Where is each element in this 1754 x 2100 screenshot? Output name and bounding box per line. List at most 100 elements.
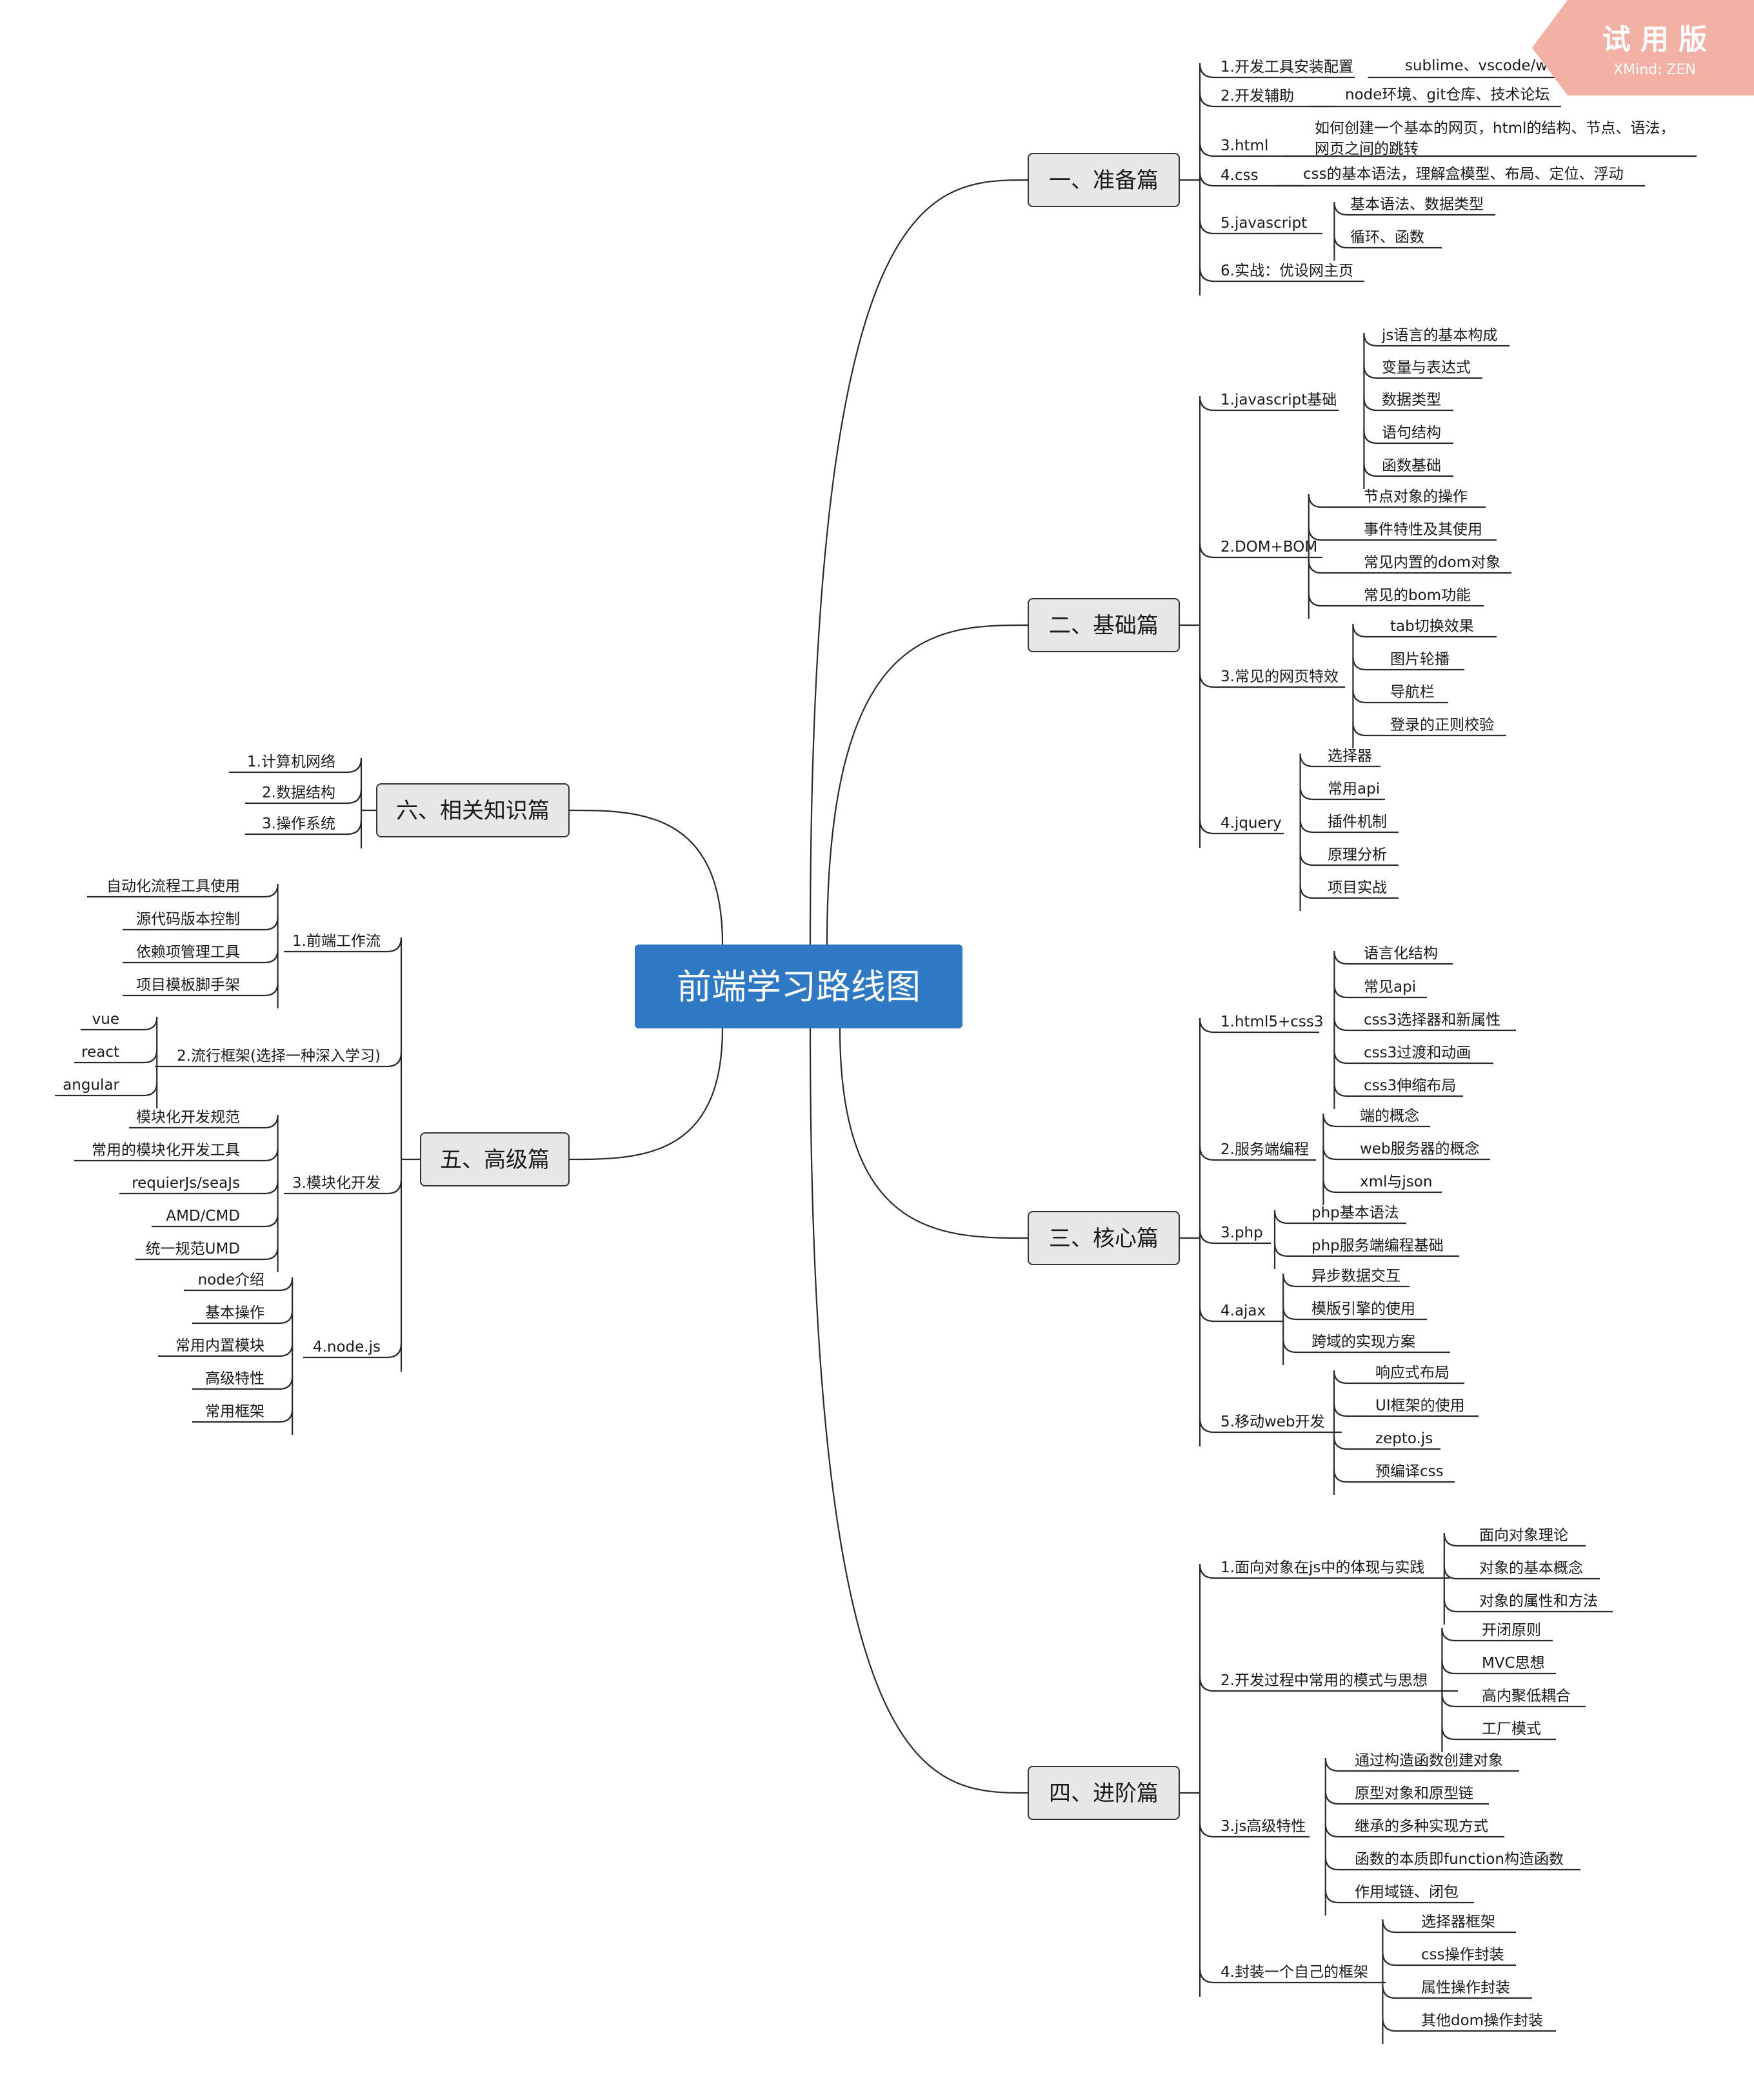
subtopic-label: 4.ajax	[1221, 1303, 1266, 1319]
subtopic-label: 4.jquery	[1221, 815, 1282, 832]
leaf-topic-label: 统一规范UMD	[146, 1241, 240, 1257]
leaf-topic-label: 选择器	[1328, 748, 1372, 765]
leaf-topic-label: 常用内置模块	[175, 1337, 264, 1354]
leaf-topic-label: 作用域链、闭包	[1355, 1884, 1459, 1901]
subtopic-label: 1.开发工具安装配置	[1221, 59, 1353, 75]
subtopic-label: 2.流行框架(选择一种深入学习)	[177, 1048, 381, 1065]
leaf-topic-label: 选择器框架	[1421, 1914, 1495, 1930]
leaf-topic-label: 高级特性	[205, 1370, 264, 1387]
subtopic-label: 1.计算机网络	[247, 754, 335, 770]
main-topic-label: 五、高级篇	[440, 1147, 550, 1173]
subtopic-label: 2.服务端编程	[1221, 1141, 1309, 1158]
subtopic-label: 1.面向对象在js中的体现与实践	[1221, 1559, 1424, 1576]
leaf-topic-label: 对象的基本概念	[1479, 1560, 1583, 1577]
main-topic-2[interactable]	[1028, 598, 1180, 652]
leaf-topic-label: zepto.js	[1375, 1430, 1433, 1447]
watermark-brand: XMind: ZEN	[1613, 62, 1696, 78]
subtopic-label: 3.模块化开发	[292, 1175, 381, 1192]
subtopic-label: 3.常见的网页特效	[1221, 668, 1339, 685]
leaf-topic-label: angular	[63, 1077, 119, 1094]
root-topic-box[interactable]	[635, 945, 962, 1028]
subtopic-label: 3.操作系统	[262, 815, 335, 832]
leaf-topic-label: 数据类型	[1382, 392, 1441, 408]
connector-lines	[55, 63, 1697, 2044]
leaf-topic-label: 事件特性及其使用	[1364, 521, 1482, 538]
subtopic-label: 3.html	[1221, 137, 1268, 154]
main-topic-1[interactable]	[1028, 153, 1180, 207]
leaf-topic-label: 响应式布局	[1375, 1365, 1450, 1381]
subtopic-label: 6.实战：优设网主页	[1221, 263, 1353, 279]
main-topic-6[interactable]	[376, 783, 570, 837]
subtopic-label: 3.php	[1221, 1225, 1263, 1241]
leaf-topic-label: 基本操作	[205, 1305, 264, 1321]
leaf-topic-label: 登录的正则校验	[1390, 717, 1494, 734]
leaf-topic-label: 项目模板脚手架	[136, 977, 240, 994]
subtopic-label: 1.前端工作流	[292, 933, 381, 950]
leaf-topic-label: 面向对象理论	[1479, 1527, 1568, 1544]
subtopic-label: 5.移动web开发	[1221, 1414, 1325, 1430]
leaf-topic-label: 常用api	[1328, 781, 1380, 797]
leaf-topic-label: 原型对象和原型链	[1355, 1785, 1473, 1802]
leaf-topic-label: react	[81, 1044, 119, 1061]
leaf-topic-label: 函数的本质即function构造函数	[1355, 1851, 1564, 1868]
main-topic-label: 二、基础篇	[1049, 613, 1159, 639]
leaf-topic-label: 图片轮播	[1390, 651, 1450, 668]
main-topic-label: 三、核心篇	[1049, 1226, 1159, 1252]
leaf-topic-label: requierJs/seaJs	[132, 1175, 240, 1192]
main-topic-3[interactable]	[1028, 1211, 1180, 1265]
leaf-topic-label: AMD/CMD	[166, 1208, 240, 1225]
leaf-topic-label: 原理分析	[1328, 846, 1387, 863]
subtopic-label: 2.开发过程中常用的模式与思想	[1221, 1672, 1428, 1689]
leaf-topic-label: php基本语法	[1311, 1205, 1399, 1221]
leaf-topic-label: 项目实战	[1328, 879, 1387, 896]
leaf-topic-label: web服务器的概念	[1360, 1141, 1480, 1157]
leaf-topic-label: 预编译css	[1375, 1463, 1444, 1480]
leaf-topic-label: MVC思想	[1482, 1655, 1545, 1672]
leaf-topic-label: css3伸缩布局	[1364, 1077, 1456, 1094]
leaf-topic-label: xml与json	[1360, 1174, 1432, 1190]
main-topic-4[interactable]	[1028, 1766, 1180, 1820]
leaf-topic-label: 常用的模块化开发工具	[92, 1142, 240, 1159]
subtopic-label: 5.javascript	[1221, 215, 1307, 232]
leaf-topic-label: 工厂模式	[1482, 1721, 1541, 1737]
leaf-topic-label: 异步数据交互	[1311, 1268, 1400, 1285]
main-topic-label: 一、准备篇	[1049, 168, 1159, 194]
leaf-topic-label: 其他dom操作封装	[1421, 2012, 1543, 2029]
subtopic-label: 1.html5+css3	[1221, 1014, 1323, 1030]
main-topic-5[interactable]	[420, 1132, 570, 1186]
leaf-topic-label: css3选择器和新属性	[1364, 1012, 1500, 1028]
leaf-topic-label: css的基本语法，理解盒模型、布局、定位、浮动	[1303, 166, 1624, 183]
main-topic-label: 四、进阶篇	[1049, 1781, 1159, 1806]
leaf-topic-label: 常用框架	[205, 1403, 264, 1420]
leaf-topic-label: 对象的属性和方法	[1479, 1593, 1598, 1610]
leaf-topic-label: 开闭原则	[1482, 1622, 1541, 1639]
leaf-topic-label: 常见内置的dom对象	[1364, 554, 1500, 571]
leaf-topic-label: css3过渡和动画	[1364, 1045, 1471, 1061]
leaf-topic-label: node介绍	[198, 1272, 264, 1288]
leaf-topic-label: 通过构造函数创建对象	[1355, 1752, 1503, 1769]
leaf-topic-label: 语句结构	[1382, 425, 1441, 441]
watermark-label: 试 用 版	[1602, 23, 1708, 56]
leaf-topic-label: 语言化结构	[1364, 945, 1438, 962]
leaf-topic-label: node环境、git仓库、技术论坛	[1345, 86, 1550, 103]
subtopic-label: 2.开发辅助	[1221, 88, 1294, 105]
leaf-topic-label: 导航栏	[1390, 684, 1435, 701]
leaf-topic-label: 如何创建一个基本的网页，html的结构、节点、语法，	[1315, 120, 1675, 137]
leaf-topic-label: 基本语法、数据类型	[1350, 196, 1484, 213]
leaf-topic-label-line2: 网页之间的跳转	[1315, 141, 1419, 157]
leaf-topic-label: 属性操作封装	[1421, 1979, 1510, 1996]
subtopic-label: 2.DOM+BOM	[1221, 539, 1317, 555]
leaf-topic-label: 继承的多种实现方式	[1355, 1818, 1488, 1835]
leaf-topic-label: 模版引擎的使用	[1311, 1301, 1415, 1317]
leaf-topic-label: UI框架的使用	[1375, 1397, 1465, 1414]
leaf-topic-label: php服务端编程基础	[1311, 1237, 1444, 1254]
leaf-topic-label: 循环、函数	[1350, 229, 1424, 246]
root-topic-label: 前端学习路线图	[677, 966, 921, 1007]
leaf-topic-label: 端的概念	[1360, 1108, 1419, 1125]
leaf-topic-label: js语言的基本构成	[1381, 327, 1497, 344]
leaf-topic-label: 跨域的实现方案	[1311, 1334, 1415, 1350]
leaf-topic-label: 插件机制	[1328, 814, 1387, 830]
subtopic-label: 4.封装一个自己的框架	[1221, 1964, 1368, 1981]
